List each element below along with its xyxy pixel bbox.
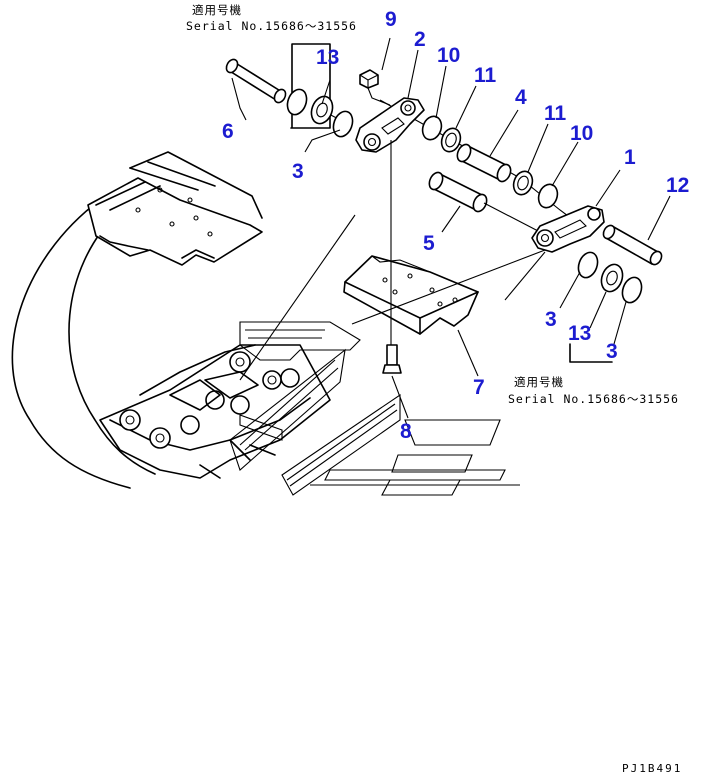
callout-6: 6 (222, 120, 234, 143)
part-2-link-left (355, 97, 425, 153)
part-7-track-shoe (343, 255, 479, 335)
callout-9: 9 (385, 8, 397, 31)
part-12-master-pin (602, 224, 663, 266)
callout-3-left: 3 (292, 160, 304, 183)
note-title-bottom: 適用号機 (514, 375, 564, 389)
callout-3-right-a: 3 (545, 308, 557, 331)
callout-5: 5 (423, 232, 435, 255)
note-serial-top: Serial No.15686～31556 (186, 19, 357, 33)
callout-3-right-b: 3 (606, 340, 618, 363)
note-title-top: 適用号機 (192, 3, 242, 17)
part-8-shoe-bolt (382, 344, 402, 374)
callout-10-upper: 10 (437, 44, 460, 67)
track-assembly-drawing (11, 151, 520, 496)
callout-10-lower: 10 (570, 122, 593, 145)
callout-11-lower: 11 (544, 102, 567, 125)
callout-labels: 1 2 3 3 3 4 5 6 7 8 9 10 10 11 11 12 13 … (222, 8, 689, 443)
callout-7: 7 (473, 376, 485, 399)
applicability-note-bottom: 適用号機 Serial No.15686～31556 (508, 375, 679, 406)
drawing-code: PJ1B491 (622, 762, 682, 775)
callout-11-upper: 11 (474, 64, 497, 87)
part-5-bushing (428, 171, 488, 213)
applicability-note-top: 適用号機 Serial No.15686～31556 (186, 3, 357, 33)
note-serial-bottom: Serial No.15686～31556 (508, 392, 679, 406)
callout-13-left: 13 (316, 46, 339, 69)
callout-2: 2 (414, 28, 426, 51)
exploded-parts (225, 37, 671, 419)
part-4-bushing (456, 143, 512, 183)
callout-8: 8 (400, 420, 412, 443)
part-6-master-pin (225, 58, 287, 104)
callout-1: 1 (624, 146, 636, 169)
callout-12: 12 (666, 174, 689, 197)
callout-4: 4 (515, 86, 527, 109)
callout-13-right: 13 (568, 322, 591, 345)
part-1-link-right (531, 205, 605, 253)
